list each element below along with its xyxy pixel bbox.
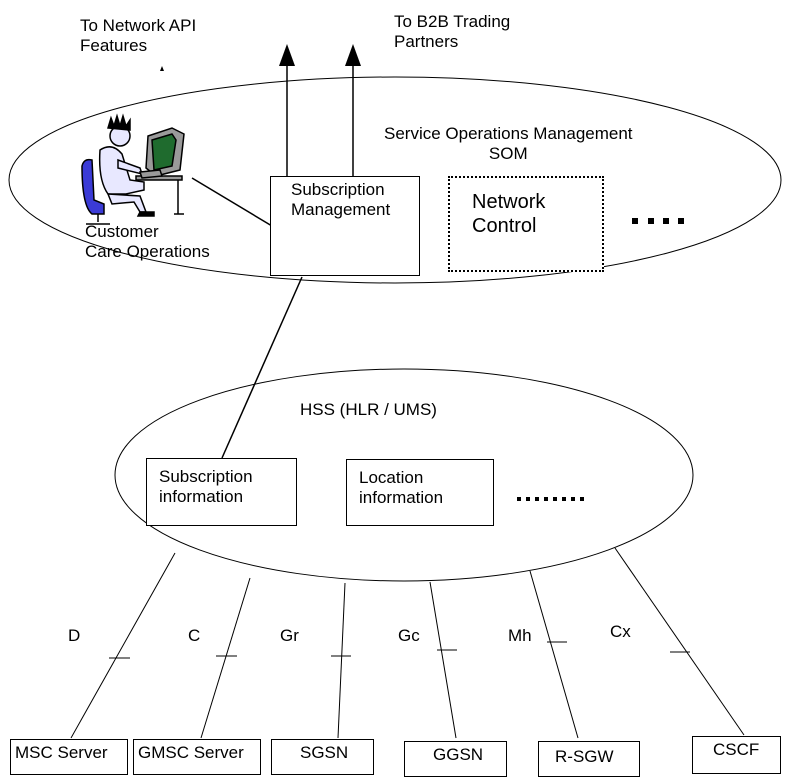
node-msc-server[interactable]: MSC Server (10, 739, 128, 775)
som-title-line1: Service Operations Management (384, 124, 633, 143)
b2b-label: To B2B Trading Partners (394, 12, 510, 52)
c-interface-line (200, 577, 251, 739)
node-r-sgw[interactable]: R-SGW (538, 741, 640, 777)
location-information-line2: information (359, 488, 444, 507)
interface-c-label: C (188, 626, 201, 645)
arrow-b2b-head (345, 44, 361, 66)
arrow-network-api-head (279, 44, 295, 66)
customer-care-line1: Customer (85, 222, 159, 241)
subscription-information-box[interactable]: Subscription information (146, 458, 297, 526)
network-control-label: Network Control (472, 190, 545, 238)
location-information-line1: Location (359, 468, 424, 487)
b2b-label-line2: Partners (394, 32, 459, 51)
gc-interface-line (429, 581, 457, 739)
som-to-hss-link (221, 276, 303, 459)
network-api-label-line2: Features (80, 36, 148, 55)
network-api-label: To Network API Features (80, 16, 196, 56)
hss-more-dots (517, 497, 584, 501)
node-gmsc-server[interactable]: GMSC Server (133, 739, 261, 775)
hss-ellipse (114, 368, 694, 582)
node-cscf[interactable]: CSCF (692, 736, 781, 774)
interface-mh-label: Mh (508, 626, 532, 645)
subscription-management-label: Subscription Management (291, 180, 390, 220)
network-control-line2: Control (472, 215, 537, 237)
subscription-management-line2: Management (291, 200, 391, 219)
location-information-label: Location information (359, 468, 443, 508)
gr-interface-line (337, 582, 346, 739)
operator-workstation-icon (81, 113, 185, 225)
small-arrow-mark (160, 66, 164, 71)
som-title: Service Operations Management SOM (384, 124, 633, 164)
mh-interface-line (529, 570, 579, 739)
som-title-line2: SOM (488, 144, 528, 163)
interface-gc-label: Gc (398, 626, 420, 645)
interface-cx-label: Cx (610, 622, 631, 641)
location-information-box[interactable]: Location information (346, 459, 494, 526)
subscription-information-line2: information (159, 487, 244, 506)
interface-d-label: D (68, 626, 81, 645)
subscription-information-label: Subscription information (159, 467, 253, 507)
som-ellipse (8, 76, 782, 284)
customer-care-line2: Care Operations (85, 242, 210, 261)
care-to-subscription-line (191, 177, 273, 227)
node-ggsn[interactable]: GGSN (404, 741, 507, 777)
subscription-management-line1: Subscription (291, 180, 385, 199)
interface-gr-label: Gr (280, 626, 299, 645)
d-interface-line (70, 552, 176, 739)
node-sgsn[interactable]: SGSN (271, 739, 374, 775)
interface-ticks (109, 641, 690, 659)
subscription-information-line1: Subscription (159, 467, 253, 486)
customer-care-label: Customer Care Operations (85, 222, 210, 262)
subscription-management-box[interactable]: Subscription Management (270, 176, 420, 276)
hss-title: HSS (HLR / UMS) (300, 400, 437, 419)
network-api-label-line1: To Network API (80, 16, 197, 35)
cx-interface-line (614, 547, 745, 736)
b2b-label-line1: To B2B Trading (394, 12, 511, 31)
som-more-dots (632, 218, 684, 224)
network-control-line1: Network (472, 191, 546, 213)
network-control-box[interactable]: Network Control (448, 176, 604, 272)
